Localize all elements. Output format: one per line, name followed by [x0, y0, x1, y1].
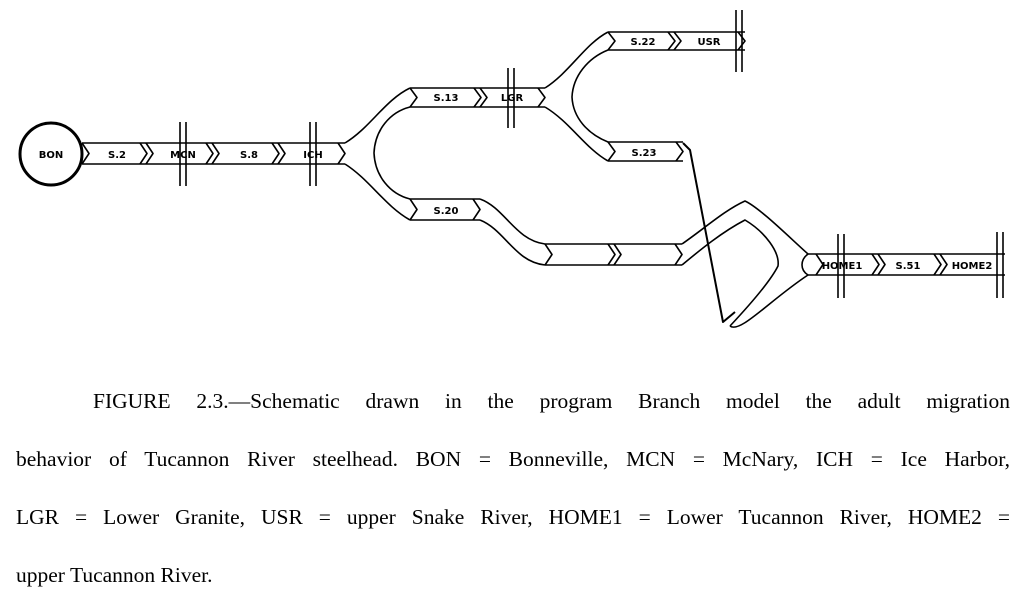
bon-label: BON	[39, 150, 64, 161]
lower-branch-channel	[409, 198, 683, 266]
home2-label: HOME2	[952, 261, 993, 272]
s8-label: S.8	[240, 150, 258, 161]
branch-model-schematic: BON S.2 MCN S.8 ICH S.13 LGR S.22 USR S.…	[18, 10, 1005, 328]
s23-transition-line	[682, 142, 736, 323]
lgr-label: LGR	[501, 93, 524, 104]
s13-label: S.13	[434, 93, 459, 104]
s51-label: S.51	[896, 261, 921, 272]
caption-line-4: upper Tucannon River.	[16, 563, 213, 587]
fork1-upper-wall	[344, 87, 411, 144]
upper-branch-channel	[409, 87, 546, 108]
mcn-label: MCN	[170, 150, 196, 161]
usr-branch-channel	[607, 31, 746, 51]
home1-label: HOME1	[822, 261, 863, 272]
fork1-inner-wall	[373, 106, 411, 200]
mcn-dam-marker	[179, 122, 187, 186]
home2-end-marker	[996, 232, 1004, 298]
fork1-lower-wall	[344, 163, 411, 221]
s20-label: S.20	[434, 206, 459, 217]
usr-end-marker	[735, 10, 743, 72]
caption-line-3: LGR = Lower Granite, USR = upper Snake R…	[16, 505, 1010, 529]
home-branch-channel	[808, 253, 1005, 276]
loop-channel	[681, 200, 809, 328]
s2-label: S.2	[108, 150, 126, 161]
figure-caption: FIGURE 2.3.—Schematic drawn in the progr…	[16, 372, 1010, 604]
usr-label: USR	[697, 37, 720, 48]
fork2-upper-wall	[544, 31, 609, 89]
main-channel	[81, 142, 346, 165]
s23-branch-channel	[607, 141, 684, 162]
fork2-inner-wall	[571, 49, 609, 143]
bon-node	[18, 121, 84, 187]
caption-line-2: behavior of Tucannon River steelhead. BO…	[16, 447, 1010, 471]
home1-dam-marker	[837, 234, 845, 298]
ich-label: ICH	[303, 150, 322, 161]
lgr-dam-marker	[507, 68, 515, 128]
s23-label: S.23	[632, 148, 657, 159]
ich-dam-marker	[309, 122, 317, 186]
fork2-lower-wall	[544, 106, 609, 162]
caption-line-1: FIGURE 2.3.—Schematic drawn in the progr…	[93, 389, 1010, 413]
s22-label: S.22	[631, 37, 656, 48]
